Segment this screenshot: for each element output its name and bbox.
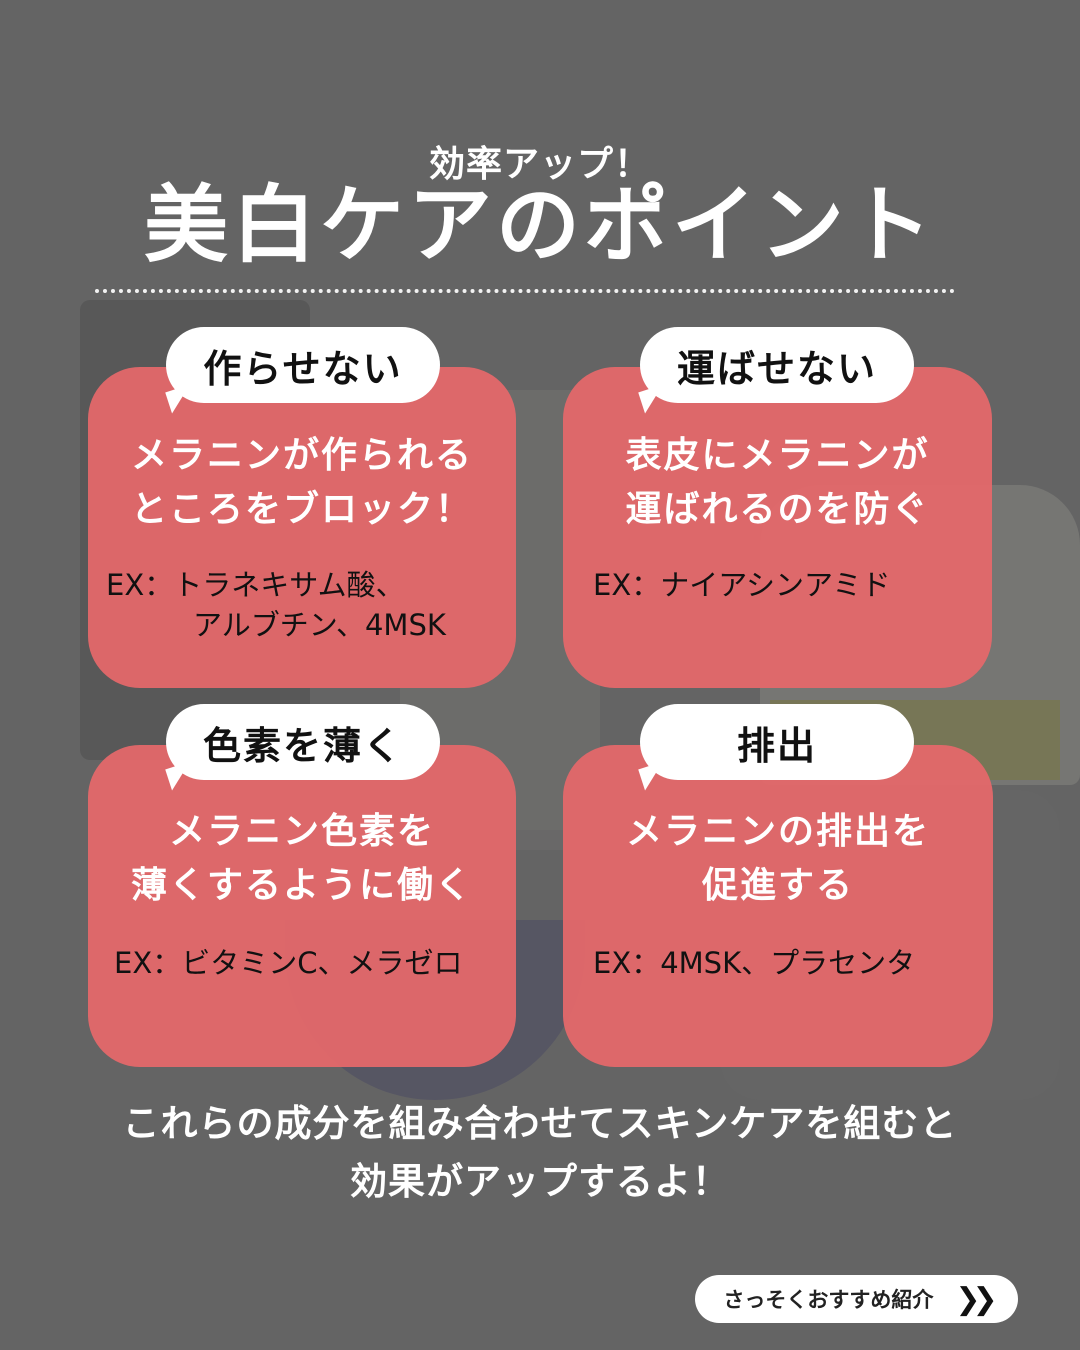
card-label-bubble: 排出: [640, 704, 914, 780]
card-description: 表皮にメラニンが 運ばれるのを防ぐ: [563, 429, 992, 537]
point-card-lighten: メラニン色素を 薄くするように働く EX：ビタミンC、メラゼロ: [88, 745, 516, 1067]
summary-line: 効果がアップするよ！: [350, 1160, 730, 1203]
description-line: メラニン色素を: [168, 811, 435, 852]
description-line: 運ばれるのを防ぐ: [625, 489, 930, 530]
card-examples: EX：ナイアシンアミド: [593, 568, 891, 602]
card-description: メラニンが作られる ところをブロック！: [88, 429, 516, 537]
card-description: メラニンの排出を 促進する: [563, 805, 993, 913]
page-title: 美白ケアのポイント: [143, 176, 936, 274]
description-line: 促進する: [701, 865, 854, 906]
description-line: ところをブロック！: [130, 489, 473, 530]
card-description: メラニン色素を 薄くするように働く: [88, 805, 516, 913]
summary-text: これらの成分を組み合わせてスキンケアを組むと 効果がアップするよ！: [0, 1095, 1080, 1211]
card-examples: EX：トラネキサム酸、 アルブチン、4MSK: [106, 568, 446, 642]
point-card-transport: 表皮にメラニンが 運ばれるのを防ぐ EX：ナイアシンアミド: [563, 367, 992, 688]
card-label: 作らせない: [203, 346, 403, 391]
dotted-divider: [95, 289, 955, 293]
point-card-make: メラニンが作られる ところをブロック！ EX：トラネキサム酸、 アルブチン、4M…: [88, 367, 516, 688]
recommendation-button[interactable]: さっそくおすすめ紹介 ❯❯: [695, 1275, 1018, 1323]
description-line: メラニンが作られる: [130, 435, 473, 476]
card-label: 排出: [736, 723, 817, 768]
card-examples: EX：ビタミンC、メラゼロ: [114, 946, 463, 980]
card-label: 色素を薄く: [202, 723, 403, 768]
header-kicker: 効率アップ！: [428, 144, 651, 185]
description-line: 表皮にメラニンが: [625, 435, 930, 476]
card-label-bubble: 色素を薄く: [166, 704, 440, 780]
card-label: 運ばせない: [676, 346, 877, 391]
recommendation-button-label: さっそくおすすめ紹介: [723, 1288, 934, 1312]
card-label-bubble: 作らせない: [166, 327, 440, 403]
summary-line: これらの成分を組み合わせてスキンケアを組むと: [122, 1102, 958, 1145]
card-examples: EX：4MSK、プラセンタ: [593, 946, 916, 980]
description-line: 薄くするように働く: [130, 865, 473, 906]
double-chevron-right-icon: ❯❯: [955, 1281, 997, 1317]
point-card-excrete: メラニンの排出を 促進する EX：4MSK、プラセンタ: [563, 745, 993, 1067]
card-label-bubble: 運ばせない: [640, 327, 914, 403]
description-line: メラニンの排出を: [625, 811, 930, 852]
